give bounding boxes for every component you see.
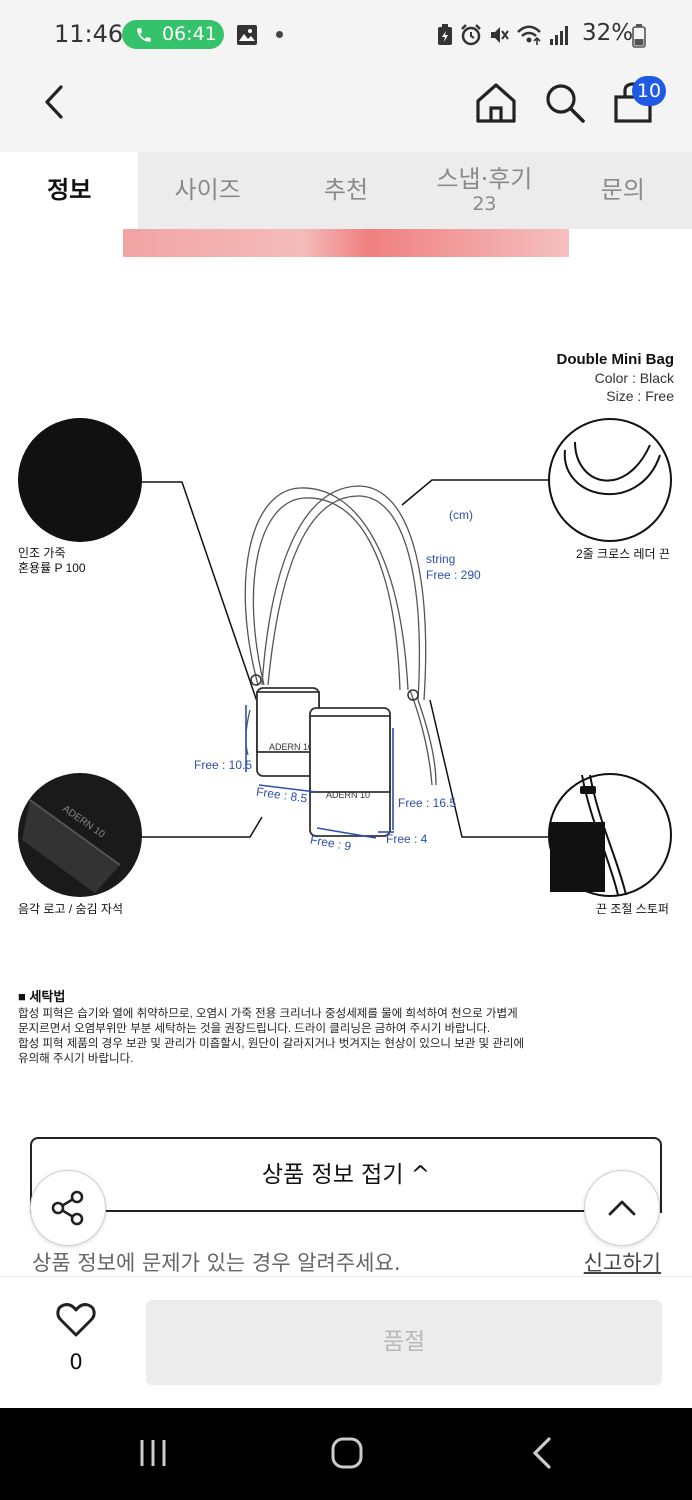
back-icon[interactable] <box>40 84 70 120</box>
notification-dot <box>276 31 283 38</box>
status-icons <box>436 22 570 48</box>
system-nav-bar <box>0 1408 692 1500</box>
product-image-strip <box>123 229 569 257</box>
depth-label: Free : 4 <box>386 832 428 846</box>
battery-percent: 32% <box>582 20 634 46</box>
height-large-label: Free : 16.5 <box>398 796 457 810</box>
wash-info: ■ 세탁법 합성 피혁은 습기와 열에 취약하므로, 오염시 가죽 전용 크리너… <box>18 986 638 1067</box>
material-ratio-label: 혼용률 P 100 <box>18 561 86 575</box>
small-bag-logo: ADERN 10 <box>269 742 313 752</box>
logo-label: 음각 로고 / 숨김 자석 <box>18 902 123 916</box>
signal-icon <box>550 26 568 45</box>
wifi-icon <box>517 25 541 45</box>
bag-diagram-svg: ADERN 10 ADERN 10 ADERN 10 <box>18 418 672 897</box>
string-label: string <box>426 552 456 566</box>
tab-label: 정보 <box>47 176 92 205</box>
share-button[interactable] <box>30 1170 106 1246</box>
wash-title-text: 세탁법 <box>29 989 66 1004</box>
wash-line: 유의해 주시기 바랍니다. <box>18 1053 134 1065</box>
large-bag-logo: ADERN 10 <box>326 790 370 800</box>
home-icon[interactable] <box>474 82 518 124</box>
string-value: Free : 290 <box>426 568 481 582</box>
strap-label: 2줄 크로스 레더 끈 <box>576 547 670 561</box>
spec-title: Double Mini Bag <box>556 351 675 368</box>
recent-apps-icon[interactable] <box>138 1438 168 1468</box>
cart-count-badge: 10 <box>632 76 666 106</box>
divider <box>104 1210 588 1212</box>
spec-size: Size : Free <box>606 388 674 404</box>
tab-label: 사이즈 <box>174 176 241 205</box>
tab-label: 문의 <box>600 176 645 205</box>
fold-label: 상품 정보 접기 ^ <box>261 1162 431 1188</box>
home-nav-icon[interactable] <box>330 1436 364 1470</box>
tab-recommend[interactable]: 추천 <box>277 152 415 229</box>
chevron-up-icon <box>608 1200 636 1216</box>
mute-icon <box>491 27 509 43</box>
heart-icon[interactable] <box>56 1302 96 1338</box>
tab-label: 추천 <box>323 176 369 205</box>
material-label: 인조 가죽 <box>18 546 66 560</box>
height-small-label: Free : 10.5 <box>194 758 253 772</box>
phone-icon <box>137 28 151 42</box>
wash-line: 문지르면서 오염부위만 부분 세탁하는 것을 권장드립니다. 드라이 클리닝은 … <box>18 1023 491 1035</box>
top-nav: 10 <box>0 70 692 152</box>
tab-label: 스냅·후기 <box>436 164 533 193</box>
stopper-label: 끈 조절 스토퍼 <box>596 902 669 916</box>
fold-product-info-button[interactable]: 상품 정보 접기 ^ <box>30 1137 662 1213</box>
leather-texture-image <box>18 418 142 542</box>
gallery-icon <box>237 25 257 45</box>
unit-label: (cm) <box>449 508 473 522</box>
wash-line: 합성 피혁은 습기와 열에 취약하므로, 오염시 가죽 전용 크리너나 중성세제… <box>18 1008 518 1020</box>
search-icon[interactable] <box>544 82 586 124</box>
status-bar: 11:46 06:41 32% <box>0 0 692 70</box>
tab-size[interactable]: 사이즈 <box>138 152 276 229</box>
battery-saver-icon <box>438 24 452 45</box>
call-pill[interactable]: 06:41 <box>122 20 224 49</box>
call-time: 06:41 <box>162 23 217 45</box>
report-link[interactable]: 신고하기 <box>583 1251 661 1275</box>
tab-info[interactable]: 정보 <box>0 152 139 229</box>
soldout-button[interactable]: 품절 <box>146 1300 662 1385</box>
product-diagram: ADERN 10 ADERN 10 ADERN 10 <box>0 400 692 930</box>
like-count: 0 <box>69 1350 83 1374</box>
spec-color: Color : Black <box>594 370 674 386</box>
scroll-top-button[interactable] <box>584 1170 660 1246</box>
wash-line: 합성 피혁 제품의 경우 보관 및 관리가 미흡할시, 원단이 갈라지거나 벗겨… <box>18 1038 525 1050</box>
status-time: 11:46 <box>54 20 124 48</box>
report-text: 상품 정보에 문제가 있는 경우 알려주세요. <box>32 1251 401 1275</box>
wash-title: ■ 세탁법 <box>18 989 66 1004</box>
share-icon <box>51 1190 84 1226</box>
spec-box: Double Mini Bag Color : Black Size : Fre… <box>557 350 675 405</box>
review-count: 23 <box>472 193 497 216</box>
battery-icon <box>632 24 646 48</box>
tab-inquiry[interactable]: 문의 <box>554 152 692 229</box>
back-nav-icon[interactable] <box>530 1436 554 1470</box>
alarm-icon <box>461 24 481 46</box>
